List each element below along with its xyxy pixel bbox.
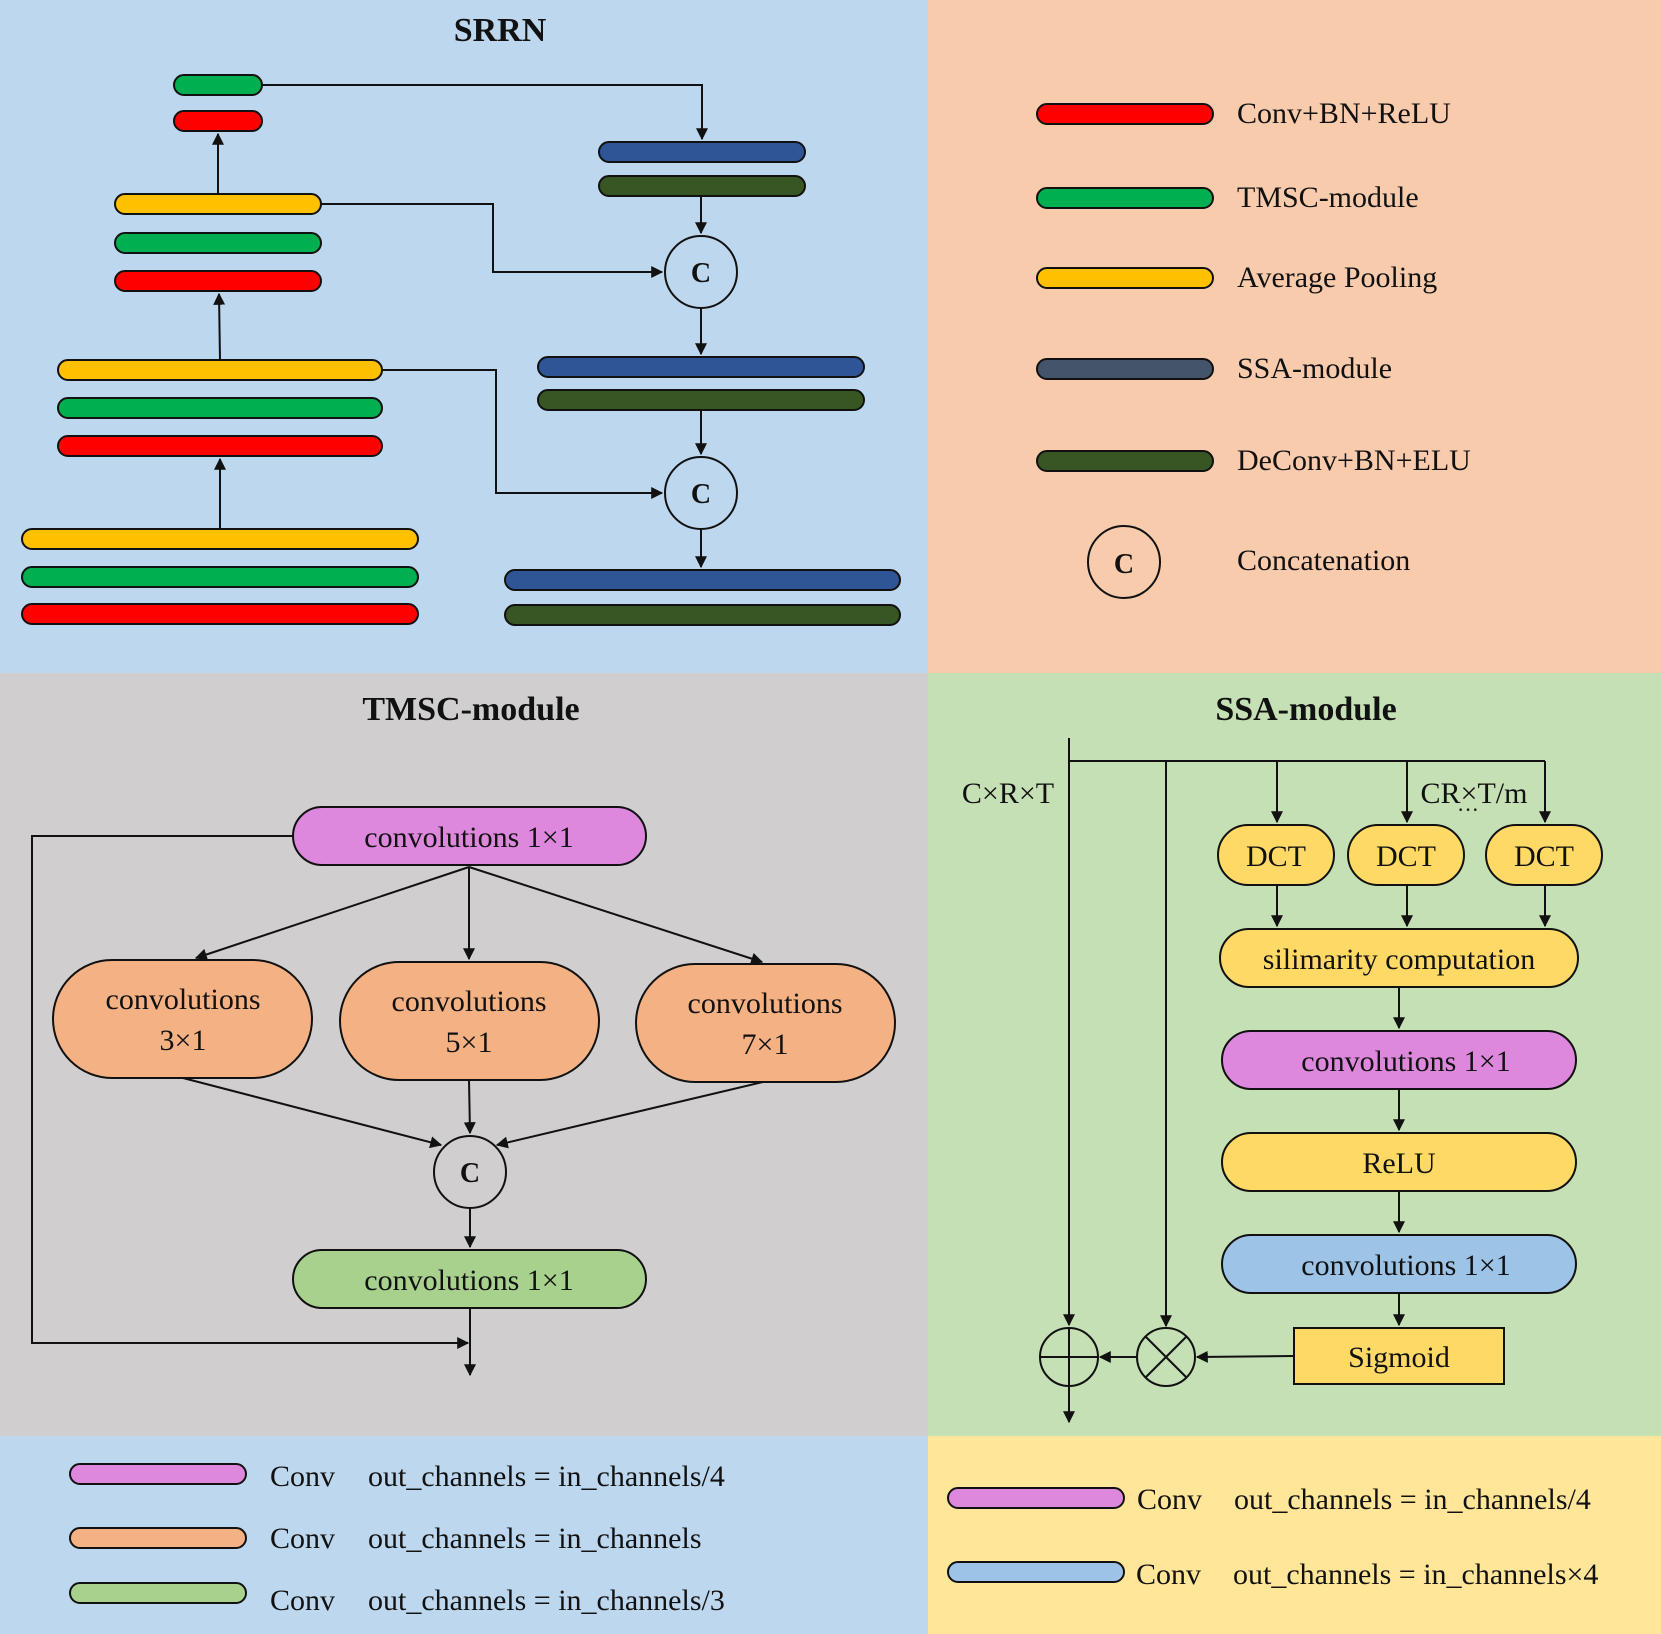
legend-concat-letter: C (1114, 549, 1134, 580)
bl-legend-text-2: out_channels = in_channels (368, 1522, 702, 1555)
ssa-sigmoid-label: Sigmoid (1348, 1341, 1450, 1374)
ssa-sigmoid-box (1293, 1327, 1505, 1385)
skip-connection-level-3 (321, 203, 664, 278)
tmsc-block-1 (21, 566, 419, 588)
tmsc-concat-label: C (460, 1158, 480, 1189)
ssa-dct-label-1: DCT (1246, 840, 1306, 873)
legend-label-ssa: SSA-module (1237, 352, 1392, 385)
bl-legend-text-1: out_channels = in_channels/4 (368, 1460, 725, 1493)
skip-connection-level-2 (382, 369, 664, 499)
tmsc-arrow-to-3x1 (194, 866, 470, 961)
ssa-multiply-node (1136, 1327, 1196, 1387)
bl-legend-swatch-pink (69, 1463, 247, 1485)
ssa-conv1-label: convolutions 1×1 (1301, 1045, 1510, 1078)
legend-label-conv-bn-relu: Conv+BN+ReLU (1237, 97, 1451, 130)
tmsc-block-4 (173, 74, 263, 96)
bl-legend-conv-2: Conv (270, 1522, 335, 1555)
ssa-dct-label-3: DCT (1514, 840, 1574, 873)
ssa-similarity-label: silimarity computation (1263, 943, 1535, 976)
ssa-block-2 (537, 356, 865, 378)
arrow-enc-2-3 (213, 292, 226, 361)
conv-bn-relu-block-3 (114, 270, 322, 292)
ssa-title: SSA-module (1215, 691, 1396, 728)
legend-swatch-tmsc (1036, 187, 1214, 209)
tmsc-arrow-7x1-to-concat (495, 1081, 764, 1149)
srrn-title: SRRN (454, 12, 547, 49)
avgpool-block-3 (114, 193, 322, 215)
tmsc-branch-7x1-line1: convolutions (688, 987, 843, 1020)
ssa-dct-label-2: DCT (1376, 840, 1436, 873)
srrn-panel (0, 0, 928, 673)
srrn-concat-label-2: C (691, 479, 711, 510)
bl-legend-swatch-orange (69, 1527, 247, 1549)
ssa-block-3 (504, 569, 901, 591)
tmsc-conv-out-label: convolutions 1×1 (364, 1264, 573, 1297)
conv-bn-relu-block-2 (57, 435, 383, 457)
tmsc-branch-7x1-line2: 7×1 (742, 1028, 789, 1061)
avgpool-block-2 (57, 359, 383, 381)
br-legend-text-2: out_channels = in_channels×4 (1233, 1558, 1598, 1591)
bl-legend-text-3: out_channels = in_channels/3 (368, 1584, 725, 1617)
tmsc-arrow-5x1-to-concat (463, 1079, 476, 1135)
tmsc-title: TMSC-module (362, 691, 579, 728)
ssa-conv2-label: convolutions 1×1 (1301, 1249, 1510, 1282)
legend-swatch-avgpool (1036, 267, 1214, 289)
srrn-concat-label-1: C (691, 258, 711, 289)
legend-swatch-deconv (1036, 450, 1214, 472)
tmsc-branch-5x1-line1: convolutions (392, 985, 547, 1018)
br-legend-text-1: out_channels = in_channels/4 (1234, 1483, 1591, 1516)
legend-label-concat: Concatenation (1237, 544, 1410, 577)
avgpool-block-1 (21, 528, 419, 550)
tmsc-branch-3x1-box (52, 959, 313, 1079)
tmsc-branch-5x1-box (339, 961, 600, 1081)
conv-bn-relu-block-1 (21, 603, 419, 625)
ssa-relu-label: ReLU (1362, 1147, 1436, 1180)
conv-bn-relu-block-4 (173, 110, 263, 132)
tmsc-block-2 (57, 397, 383, 419)
br-legend-swatch-pink (947, 1487, 1125, 1509)
legend-swatch-conv-bn-relu (1036, 103, 1214, 125)
br-legend-conv-1: Conv (1137, 1483, 1202, 1516)
tmsc-conv-in-label: convolutions 1×1 (364, 821, 573, 854)
deconv-block-3 (504, 604, 901, 626)
ssa-ellipsis: ··· (1457, 797, 1479, 822)
legend-label-avgpool: Average Pooling (1237, 261, 1437, 294)
ssa-block-1 (598, 141, 806, 163)
bl-legend-swatch-green (69, 1582, 247, 1604)
deconv-block-1 (598, 175, 806, 197)
bl-legend-conv-1: Conv (270, 1460, 335, 1493)
tmsc-block-3 (114, 232, 322, 254)
legend-label-deconv: DeConv+BN+ELU (1237, 444, 1471, 477)
tmsc-arrow-3x1-to-concat (182, 1077, 443, 1149)
bl-legend-conv-3: Conv (270, 1584, 335, 1617)
arrow-bottleneck-to-decoder (262, 84, 708, 141)
br-legend-conv-2: Conv (1136, 1558, 1201, 1591)
tmsc-branch-5x1-line2: 5×1 (446, 1026, 493, 1059)
legend-label-tmsc: TMSC-module (1237, 181, 1419, 214)
tmsc-arrow-to-7x1 (468, 866, 764, 965)
ssa-add-node (1039, 1327, 1099, 1387)
tmsc-branch-3x1-line2: 3×1 (160, 1024, 207, 1057)
ssa-arrow-sigmoid-to-mult (1195, 1350, 1295, 1363)
br-legend-swatch-blue (947, 1561, 1125, 1583)
legend-concat-symbol (1087, 525, 1161, 599)
deconv-block-2 (537, 389, 865, 411)
legend-swatch-ssa (1036, 358, 1214, 380)
ssa-input-label: C×R×T (962, 777, 1054, 810)
tmsc-residual-connection (31, 835, 470, 1349)
tmsc-branch-7x1-box (635, 963, 896, 1083)
ssa-branch-label: CR×T/m (1421, 777, 1528, 810)
tmsc-branch-3x1-line1: convolutions (106, 983, 261, 1016)
legend-bottom-right-panel (928, 1436, 1661, 1634)
